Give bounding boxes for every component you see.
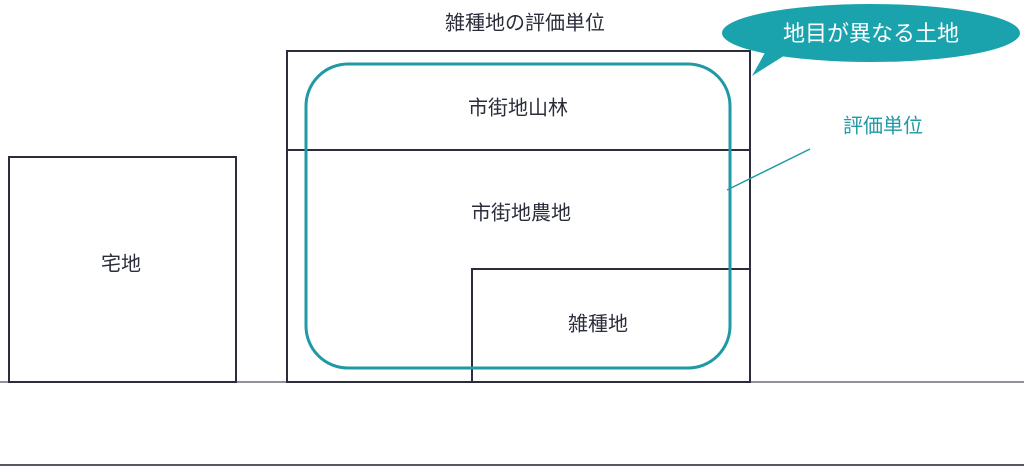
misc-land-label: 雑種地 bbox=[568, 311, 628, 336]
annotation-leader-line bbox=[726, 148, 811, 191]
combined-parcel-outline bbox=[286, 50, 751, 383]
evaluation-unit-boundary bbox=[304, 62, 732, 370]
residential-label: 宅地 bbox=[101, 251, 141, 276]
residential-parcel bbox=[8, 156, 237, 383]
evaluation-unit-label: 評価単位 bbox=[843, 113, 923, 138]
callout-text: 地目が異なる土地 bbox=[782, 22, 960, 47]
urban-farmland-label: 市街地農地 bbox=[471, 200, 571, 225]
diagram-title: 雑種地の評価単位 bbox=[445, 10, 605, 35]
callout-bubble bbox=[722, 4, 1020, 76]
urban-forest-label: 市街地山林 bbox=[468, 95, 568, 120]
misc-land-parcel bbox=[471, 268, 750, 382]
